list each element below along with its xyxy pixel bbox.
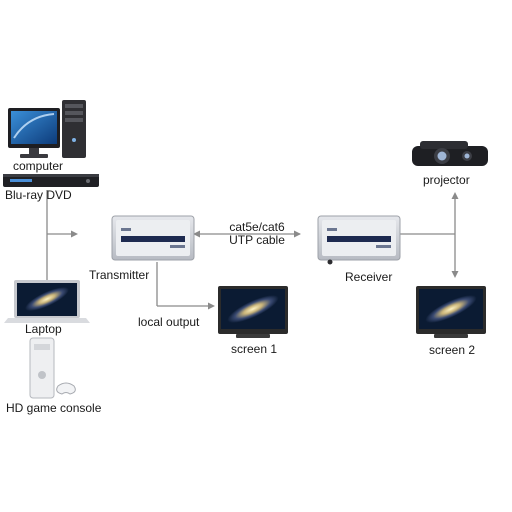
arrow-cable-right: [294, 230, 301, 238]
arrow-cable-left: [193, 230, 200, 238]
screen1-label: screen 1: [231, 342, 278, 356]
screen1-monitor: [218, 286, 288, 338]
computer-icon: [8, 100, 86, 158]
connection-lines: [46, 190, 456, 307]
arrow-into-transmitter: [71, 230, 78, 238]
game-console-icon: [29, 337, 76, 399]
bluray-label: Blu-ray DVD: [5, 188, 72, 202]
projector-label: projector: [423, 173, 470, 187]
arrow-to-projector: [451, 192, 459, 199]
screen2-monitor: [416, 286, 486, 338]
arrow-to-screen1: [208, 302, 215, 310]
cable-label-line2: UTP cable: [229, 233, 285, 247]
arrow-to-screen2: [451, 271, 459, 278]
receiver-label: Receiver: [345, 270, 393, 284]
transmitter-device: [111, 215, 195, 261]
computer-label: computer: [12, 159, 64, 173]
projector-icon: [412, 141, 488, 166]
laptop-label: Laptop: [25, 322, 62, 336]
cable-label: cat5e/cat6 UTP cable: [229, 221, 285, 247]
local-output-label: local output: [138, 315, 200, 329]
console-label: HD game console: [6, 401, 102, 415]
bluray-player-icon: [3, 174, 99, 187]
screen2-label: screen 2: [429, 343, 476, 357]
laptop-icon: [4, 280, 90, 323]
cable-label-line1: cat5e/cat6: [229, 220, 285, 234]
transmitter-label: Transmitter: [89, 268, 150, 282]
arrow-heads: [71, 192, 459, 310]
receiver-device: [317, 215, 401, 265]
